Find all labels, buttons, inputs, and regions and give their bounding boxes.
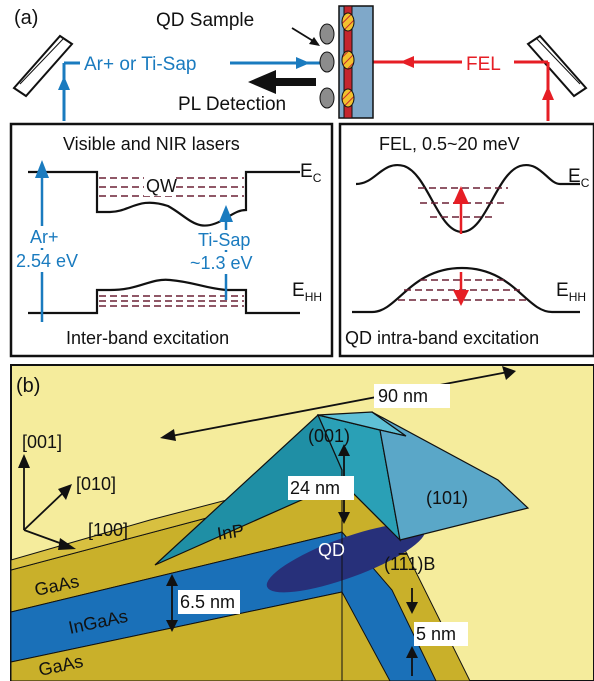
ar-label: Ar+ bbox=[30, 227, 59, 247]
width-dimension-arrow bbox=[160, 366, 516, 441]
tisap-energy: ~1.3 eV bbox=[190, 253, 253, 273]
ehh-label-left: EHH bbox=[292, 280, 322, 304]
qd-sample-label: QD Sample bbox=[156, 10, 254, 31]
interband-title: Visible and NIR lasers bbox=[63, 134, 240, 154]
pl-detection-arrow bbox=[248, 70, 316, 94]
crystal-axes bbox=[18, 454, 76, 550]
valence-subbands bbox=[99, 295, 244, 307]
well-label: 6.5 nm bbox=[180, 592, 235, 612]
panel-b-label: (b) bbox=[16, 375, 40, 397]
inp-facet-101 bbox=[371, 411, 530, 541]
panel-b: 90 nm 24 nm (001) (101) (111)B InP QD Ga… bbox=[10, 364, 594, 681]
conduction-band-edge bbox=[28, 170, 300, 227]
intraband-title: FEL, 0.5~20 meV bbox=[379, 134, 520, 154]
qd-dots bbox=[319, 12, 355, 109]
qw-label: QW bbox=[146, 176, 177, 196]
left-mirror bbox=[12, 34, 74, 98]
intraband-footer: QD intra-band excitation bbox=[345, 328, 539, 348]
well-dimension-arrow bbox=[166, 574, 178, 632]
qd-valence-hump bbox=[352, 266, 580, 314]
axis-001-label: [001] bbox=[22, 432, 62, 452]
valence-band-edge bbox=[28, 278, 300, 315]
ar-energy: 2.54 eV bbox=[16, 251, 78, 271]
tisap-label: Ti-Sap bbox=[198, 230, 250, 250]
facet-001-label: (001) bbox=[308, 426, 350, 446]
axis-010-label: [010] bbox=[76, 474, 116, 494]
gaas-bottom-layer bbox=[11, 591, 343, 681]
axis-100-label: [100] bbox=[88, 520, 128, 540]
panel-a-label: (a) bbox=[14, 7, 38, 29]
qd-sample-pointer bbox=[291, 27, 320, 46]
panel-a: (a) Ar+ or Ti-Sap FEL bbox=[9, 5, 594, 358]
qd-label: QD bbox=[318, 540, 345, 560]
qd-sample bbox=[319, 5, 374, 119]
intraband-box: FEL, 0.5~20 meV EC bbox=[338, 122, 594, 358]
cap-dimension-arrows bbox=[406, 588, 418, 676]
laser-source-label: Ar+ or Ti-Sap bbox=[84, 54, 196, 75]
fel-up-arrow bbox=[453, 186, 469, 234]
ehh-label-right: EHH bbox=[556, 280, 586, 304]
right-mirror bbox=[526, 34, 588, 98]
fel-label: FEL bbox=[466, 54, 501, 75]
inp-label: InP bbox=[216, 520, 246, 544]
interband-footer: Inter-band excitation bbox=[66, 328, 229, 348]
cap-label: 5 nm bbox=[416, 624, 456, 644]
red-beam bbox=[372, 56, 554, 121]
facet-1b-label: (111)B bbox=[384, 554, 435, 574]
ec-label-right: EC bbox=[568, 166, 590, 190]
qd-conduction-levels bbox=[418, 187, 508, 218]
quantum-dot bbox=[266, 523, 426, 593]
interband-box: Visible and NIR lasers QW EC bbox=[9, 122, 334, 358]
fel-down-arrow bbox=[453, 272, 469, 306]
height-label: 24 nm bbox=[290, 478, 340, 498]
ec-label-left: EC bbox=[300, 161, 322, 185]
facet-101-label: (101) bbox=[426, 488, 468, 508]
width-label: 90 nm bbox=[378, 386, 428, 406]
pl-detection-label: PL Detection bbox=[178, 94, 286, 115]
